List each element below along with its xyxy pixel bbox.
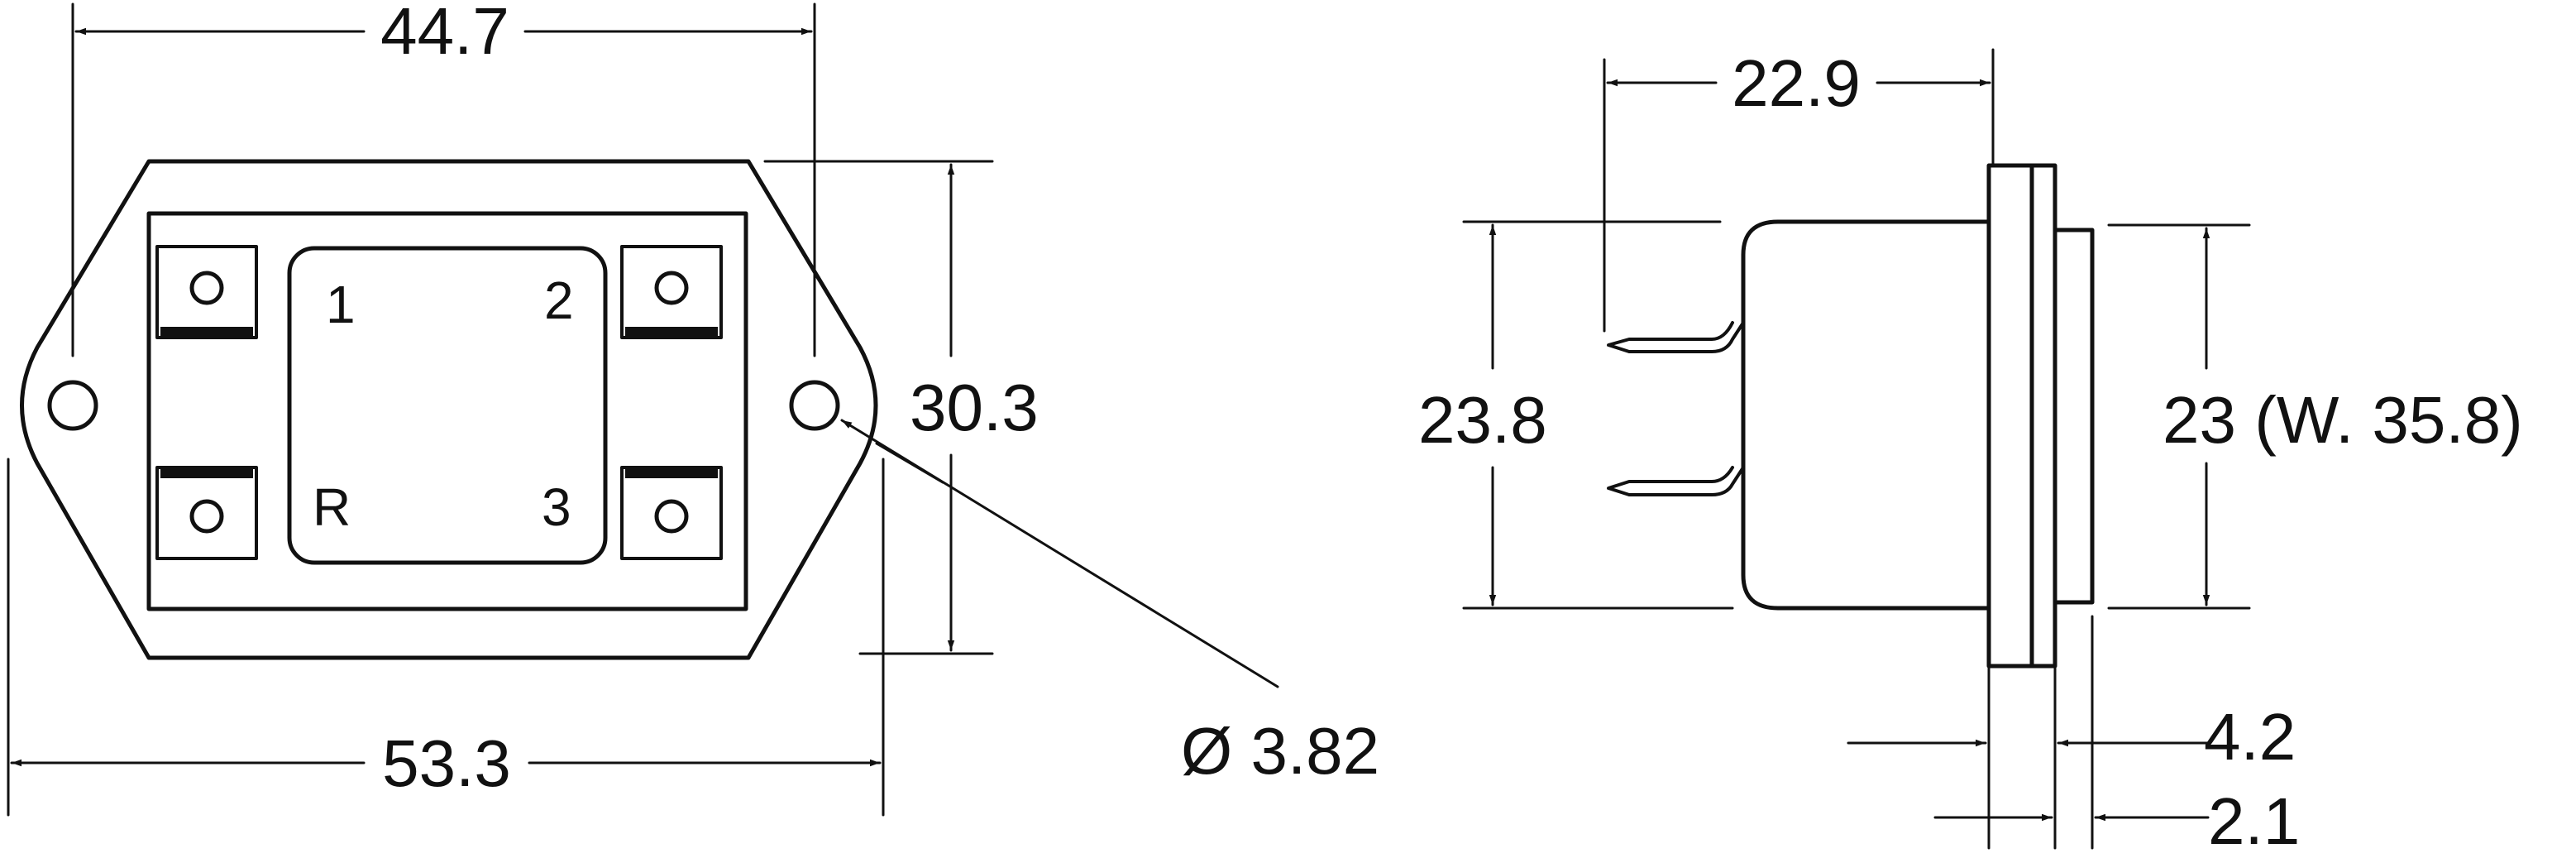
terminal-tab-r: [155, 466, 258, 560]
body-outline: [1741, 219, 1991, 611]
pin-lower: [1607, 466, 1745, 496]
dimension-body-height: 23.8: [1418, 220, 1734, 610]
terminal-label-r: R: [313, 477, 351, 537]
side-view: 22.9 23.8 23 (W. 35.8) 4.2: [1418, 46, 2523, 858]
svg-text:23.8: 23.8: [1418, 383, 1547, 457]
svg-text:44.7: 44.7: [380, 0, 509, 68]
dimension-pin-length: 22.9: [1603, 46, 1995, 333]
dimension-flange: 23 (W. 35.8): [2107, 223, 2523, 610]
dimension-hole-spacing: 44.7: [71, 0, 816, 357]
terminal-label-3: 3: [542, 477, 571, 537]
svg-text:2.1: 2.1: [2208, 784, 2300, 854]
flange-plate-b: [2029, 163, 2057, 669]
dimension-hole-diameter: Ø 3.82: [840, 419, 1379, 788]
mounting-hole-right: [789, 380, 840, 431]
svg-text:Ø 3.82: Ø 3.82: [1181, 714, 1379, 788]
terminal-tab-2: [620, 245, 723, 339]
dimension-height: 30.3: [763, 160, 1039, 655]
inner-frame: [146, 211, 748, 611]
dimension-thickness-b: 2.1: [1933, 615, 2300, 858]
front-view: 1 2 R 3 44.7 30.3 53.3: [7, 0, 1379, 817]
svg-text:30.3: 30.3: [910, 371, 1039, 444]
terminal-label-2: 2: [544, 271, 574, 330]
svg-text:4.2: 4.2: [2204, 700, 2296, 774]
flange-outline: [20, 159, 878, 660]
terminal-tab-3: [620, 466, 723, 560]
svg-text:53.3: 53.3: [382, 726, 511, 800]
svg-text:23 (W. 35.8): 23 (W. 35.8): [2163, 383, 2523, 457]
pin-upper: [1607, 321, 1745, 353]
terminal-label-1: 1: [326, 275, 356, 334]
dimension-thickness-a: 4.2: [1847, 664, 2296, 850]
mounting-hole-left: [47, 380, 98, 431]
flange-plate-a: [1986, 163, 2034, 669]
dimension-overall-width: 53.3: [7, 458, 885, 817]
terminal-tab-1: [155, 245, 258, 339]
flange-lip: [2053, 228, 2095, 605]
svg-text:22.9: 22.9: [1732, 46, 1861, 120]
terminal-block: [287, 246, 608, 565]
